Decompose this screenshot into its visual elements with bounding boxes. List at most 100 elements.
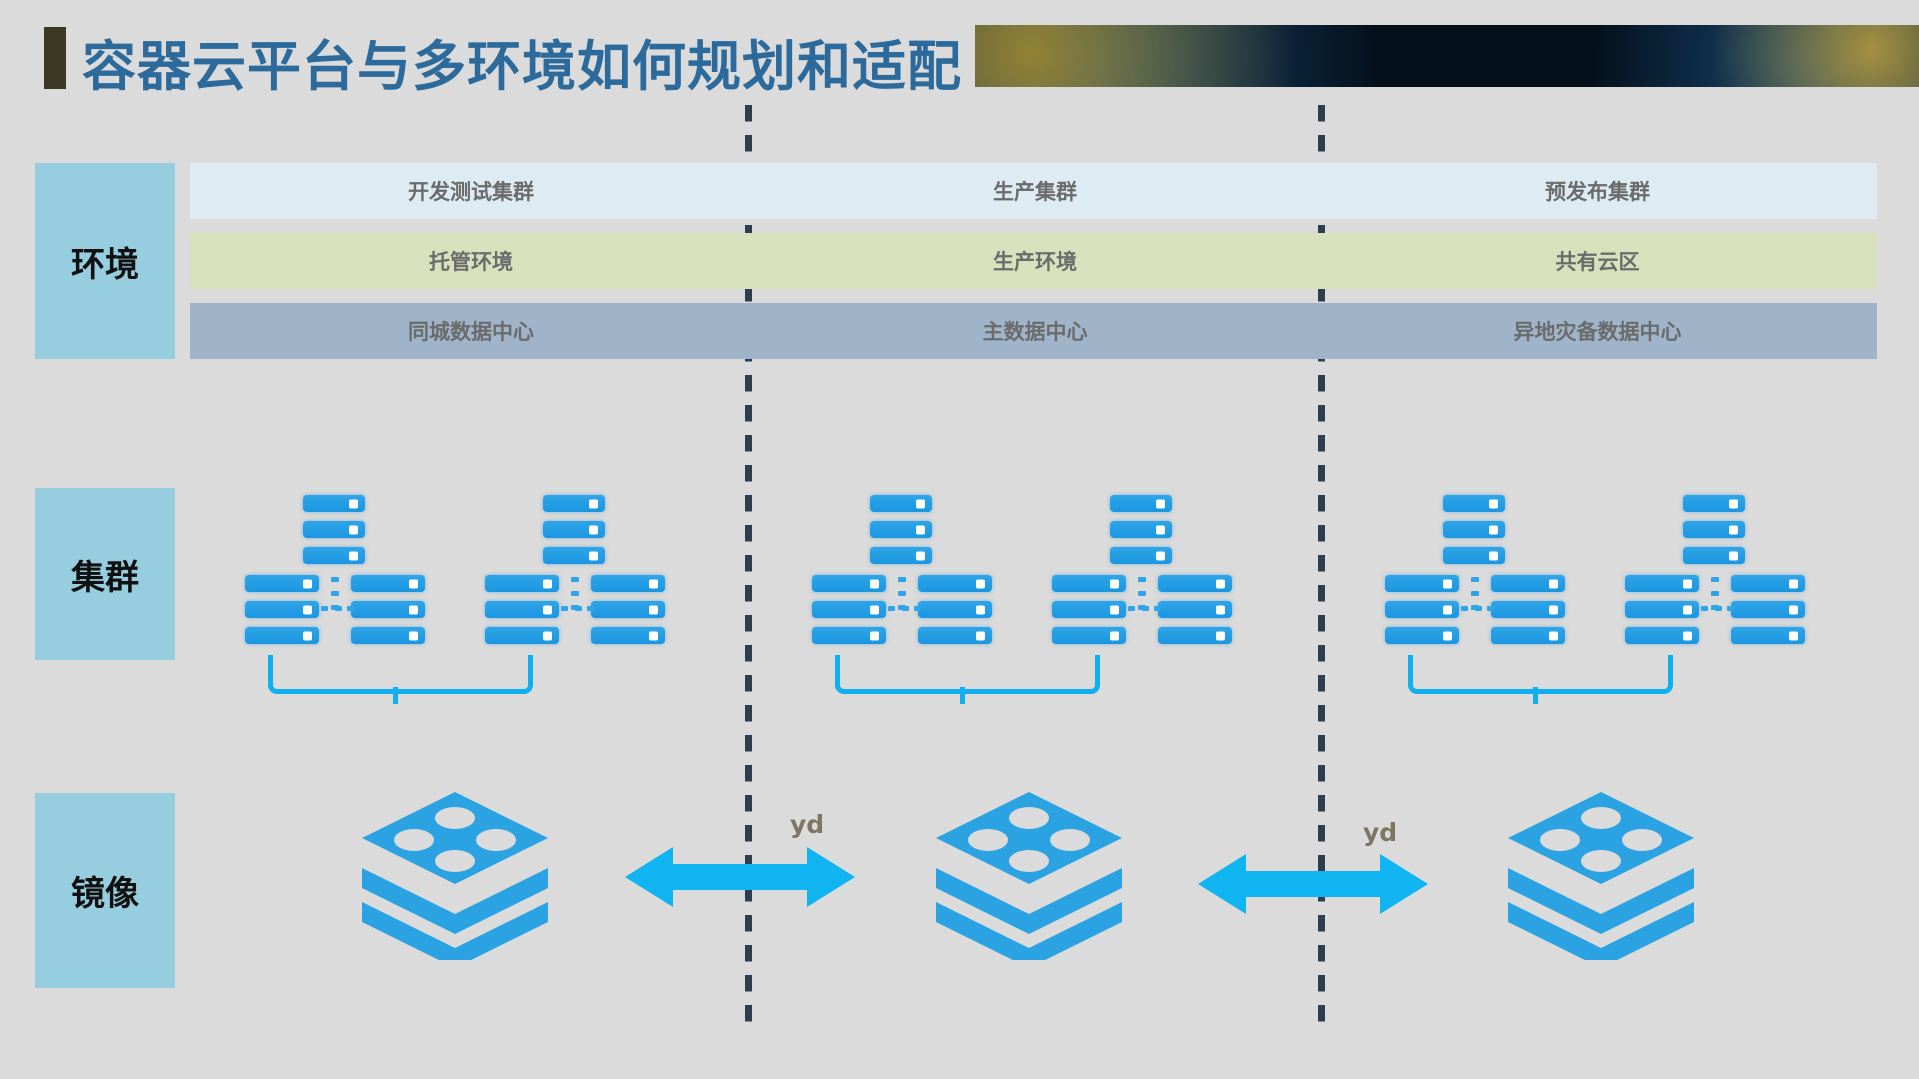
server-node (351, 601, 425, 618)
server-node (591, 575, 665, 592)
server-node (1491, 601, 1565, 618)
server-node (543, 521, 605, 538)
sidebar-item-label: 镜像 (71, 874, 139, 914)
cluster-group-dev-test (245, 495, 665, 704)
band-datacenter: 同城数据中心 主数据中心 异地灾备数据中心 (190, 303, 1877, 359)
server-node (303, 495, 365, 512)
connector-dot (888, 606, 895, 611)
connector-dot (902, 606, 909, 611)
connector-dot (898, 577, 906, 582)
connector-dot (347, 606, 354, 611)
connector-dot (1461, 606, 1468, 611)
server-node (1443, 521, 1505, 538)
server-node (1491, 575, 1565, 592)
server-node (1385, 575, 1459, 592)
title-bar: 容器云平台与多环境如何规划和适配 (0, 0, 1919, 105)
server-node (1110, 521, 1172, 538)
server-node (1625, 601, 1699, 618)
connector-dot (1727, 606, 1734, 611)
server-node (1158, 627, 1232, 644)
cluster-bracket (268, 655, 533, 694)
cluster-bracket (835, 655, 1100, 694)
connector-dot (1471, 591, 1479, 596)
sidebar-item-cluster[interactable]: 集群 (35, 488, 175, 660)
header-banner-image (975, 25, 1919, 87)
connector-dot (914, 606, 921, 611)
server-node (1385, 627, 1459, 644)
server-node (870, 521, 932, 538)
connector-dot (898, 591, 906, 596)
server-node (1731, 601, 1805, 618)
connector-dot (587, 606, 594, 611)
connector-dot (571, 577, 579, 582)
connector-dot (1487, 606, 1494, 611)
band-environment: 托管环境 生产环境 共有云区 (190, 233, 1877, 289)
double-arrow-icon (1198, 854, 1428, 914)
server-node (1052, 601, 1126, 618)
server-node (870, 495, 932, 512)
layers-icon (1508, 792, 1694, 968)
band-cell: 共有云区 (1555, 250, 1640, 274)
band-cell: 异地灾备数据中心 (1513, 320, 1682, 344)
server-cluster-icon (245, 495, 425, 645)
connector-dot (335, 606, 342, 611)
sync-arrow-right-label: yd (1363, 818, 1398, 847)
layers-icon (362, 792, 548, 968)
server-node (1158, 575, 1232, 592)
connector-dot (331, 577, 339, 582)
server-cluster-icon (1625, 495, 1805, 645)
connector-dot (571, 591, 579, 596)
server-node (1052, 627, 1126, 644)
connector-dot (1154, 606, 1161, 611)
layers-icon (936, 792, 1122, 968)
connector-dot (575, 606, 582, 611)
server-node (591, 601, 665, 618)
server-node (918, 627, 992, 644)
band-cell: 同城数据中心 (408, 320, 534, 344)
cluster-group-pre-release (1385, 495, 1805, 704)
connector-dot (1711, 591, 1719, 596)
band-cell: 生产集群 (993, 180, 1077, 204)
sidebar-item-image[interactable]: 镜像 (35, 793, 175, 988)
title-accent-bar (44, 27, 66, 89)
column-divider-1 (745, 105, 752, 1023)
band-cell: 生产环境 (993, 250, 1077, 274)
server-node (543, 547, 605, 564)
connector-dot (1471, 577, 1479, 582)
container-image-icon-prerelease (1508, 790, 1694, 968)
sync-arrow-left-label: yd (790, 810, 825, 839)
server-node (1683, 495, 1745, 512)
sync-arrow-left (625, 845, 855, 909)
server-node (351, 575, 425, 592)
server-node (543, 495, 605, 512)
connector-dot (561, 606, 568, 611)
server-node (812, 601, 886, 618)
cluster-bracket (1408, 655, 1673, 694)
connector-dot (1475, 606, 1482, 611)
sidebar-item-environment[interactable]: 环境 (35, 163, 175, 359)
server-node (812, 575, 886, 592)
band-cell: 开发测试集群 (408, 180, 534, 204)
connector-dot (1138, 577, 1146, 582)
server-node (485, 575, 559, 592)
connector-dot (321, 606, 328, 611)
connector-dot (331, 591, 339, 596)
cluster-bracket-stem (1533, 687, 1538, 704)
server-node (303, 547, 365, 564)
server-node (1110, 495, 1172, 512)
server-node (870, 547, 932, 564)
page-title: 容器云平台与多环境如何规划和适配 (82, 35, 962, 98)
server-node (591, 627, 665, 644)
server-node (1683, 521, 1745, 538)
cluster-group-production (812, 495, 1232, 704)
band-cell: 托管环境 (429, 250, 513, 274)
server-cluster-icon (812, 495, 992, 645)
server-node (918, 575, 992, 592)
sync-arrow-right (1198, 852, 1428, 916)
connector-dot (1128, 606, 1135, 611)
connector-dot (1701, 606, 1708, 611)
double-arrow-icon (625, 847, 855, 907)
connector-dot (1138, 591, 1146, 596)
server-node (1052, 575, 1126, 592)
server-node (1385, 601, 1459, 618)
